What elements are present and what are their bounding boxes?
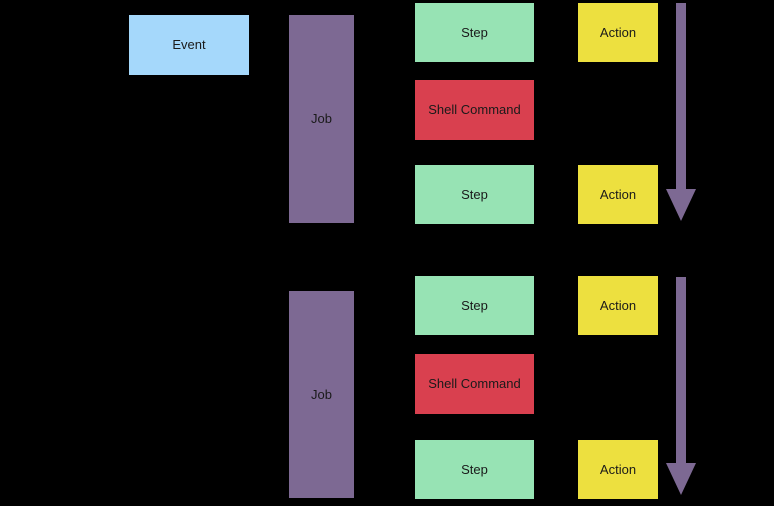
node-label: Shell Command — [428, 102, 521, 118]
node-label: Step — [461, 24, 488, 40]
node-label: Job — [311, 111, 332, 127]
node-label: Shell Command — [428, 376, 521, 392]
node-shell-command[interactable]: Shell Command — [415, 80, 534, 140]
node-label: Action — [599, 186, 637, 202]
node-label: Job — [311, 386, 332, 402]
node-label: Step — [461, 186, 488, 202]
node-step[interactable]: Step — [415, 440, 534, 499]
node-label: Step — [461, 297, 488, 313]
node-label: Action — [599, 24, 637, 40]
node-step[interactable]: Step — [415, 3, 534, 62]
node-action[interactable]: Action — [578, 165, 658, 224]
node-event[interactable]: Event — [129, 15, 249, 75]
node-label: Step — [461, 461, 488, 477]
node-label: Action — [599, 461, 637, 477]
node-label: Action — [599, 297, 637, 313]
node-action[interactable]: Action — [578, 3, 658, 62]
node-job[interactable]: Job — [289, 291, 354, 498]
node-action[interactable]: Action — [578, 276, 658, 335]
node-label: Event — [172, 37, 206, 53]
arrow-down-icon — [666, 277, 696, 495]
node-step[interactable]: Step — [415, 276, 534, 335]
node-shell-command[interactable]: Shell Command — [415, 354, 534, 414]
arrow-down-icon — [666, 3, 696, 221]
node-job[interactable]: Job — [289, 15, 354, 223]
node-action[interactable]: Action — [578, 440, 658, 499]
node-step[interactable]: Step — [415, 165, 534, 224]
